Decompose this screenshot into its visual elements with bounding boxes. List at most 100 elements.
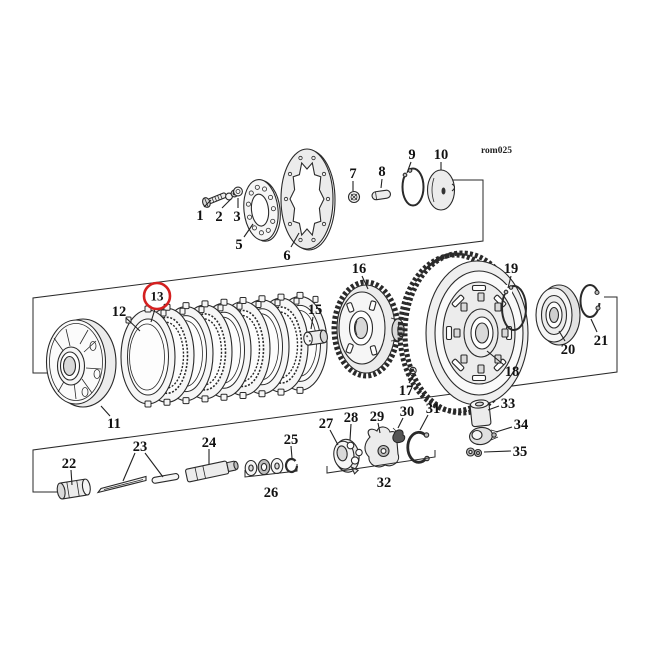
- leader-line: [377, 422, 381, 434]
- leader-line: [144, 452, 164, 478]
- leader-line: [558, 330, 566, 342]
- part-3-nut: [233, 186, 243, 197]
- part-30-clip: [392, 427, 406, 444]
- leader-line: [486, 350, 505, 366]
- part-28-balls: [346, 441, 363, 465]
- leader-line: [397, 417, 404, 429]
- part-7-nut: [347, 190, 361, 204]
- part-number-label: 12: [112, 304, 127, 320]
- part-22-plunger: [56, 478, 91, 500]
- callout-1: 1: [196, 199, 212, 224]
- part-number-label: 23: [133, 439, 148, 455]
- part-16-clutch-hub-gear: [331, 279, 405, 379]
- part-23-pushrod-short: [151, 473, 180, 484]
- leader-line: [495, 426, 513, 433]
- leader-line: [349, 423, 352, 441]
- part-6-spring-disc: [280, 148, 336, 251]
- guide-line-top-row: [32, 179, 484, 374]
- leader-line: [122, 452, 136, 482]
- part-33-bushing: [469, 399, 492, 428]
- leader-line: [290, 445, 293, 459]
- callout-33: 33: [487, 396, 516, 412]
- guide-line-bottom-row: [32, 296, 618, 493]
- steel-plate: [120, 305, 176, 408]
- hub-slots: [345, 300, 378, 356]
- callout-12: 12: [112, 304, 141, 332]
- part-number-label: 18: [505, 364, 520, 380]
- part-number-label: 2: [215, 209, 222, 225]
- part-8-pin: [371, 189, 391, 201]
- callout-32: 32: [377, 475, 392, 491]
- callout-19: 19: [504, 261, 518, 289]
- part-34-clevis: [469, 426, 499, 446]
- callout-24: 24: [202, 435, 217, 464]
- figure-code-text: rom025: [481, 146, 512, 156]
- bracket-32: [326, 450, 436, 474]
- part-number-label: 24: [202, 435, 217, 451]
- callout-9: 9: [406, 147, 416, 174]
- leader-line: [70, 469, 73, 486]
- part-number-label: 25: [284, 432, 299, 448]
- part-23-pushrod-long: [96, 475, 147, 494]
- callout-17: 17: [399, 375, 415, 399]
- part-9-retaining-ring: [401, 167, 425, 207]
- callout-2: 2: [215, 198, 232, 225]
- part-35-nuts: [465, 447, 483, 458]
- leader-line: [290, 232, 300, 248]
- callout-34: 34: [495, 417, 529, 433]
- part-number-label: 9: [408, 147, 415, 163]
- part-19-retaining-ring: [501, 285, 527, 331]
- part-11-pressure-plate: [45, 318, 117, 408]
- part-20-bearing: [535, 284, 581, 346]
- callout-8: 8: [378, 164, 386, 189]
- callout-7: 7: [349, 166, 357, 191]
- part-number-label: 31: [426, 401, 441, 417]
- callout-21: 21: [590, 318, 608, 349]
- callout-6: 6: [283, 232, 300, 264]
- part-number-label: 15: [308, 302, 323, 318]
- part-10-cap: [426, 169, 456, 211]
- part-25-retaining-ring: [284, 457, 299, 474]
- leader-line: [406, 161, 412, 174]
- part-number-label: 3: [233, 209, 240, 225]
- part-number-label: 8: [378, 164, 385, 180]
- leader-line: [483, 450, 512, 453]
- part-26-washer-set: [244, 457, 284, 477]
- part-number-label: 33: [501, 396, 516, 412]
- part-number-label: 11: [107, 416, 121, 432]
- clutch-plate-stack: [120, 291, 328, 408]
- leader-line: [203, 199, 212, 208]
- callout-18: 18: [486, 350, 520, 380]
- leader-line: [590, 318, 598, 333]
- plate-holes: [245, 184, 276, 236]
- part-1-screw: [202, 192, 227, 208]
- part-number-label: 20: [561, 342, 576, 358]
- callout-10: 10: [434, 147, 448, 170]
- part-29-ramp-plate: [364, 426, 400, 468]
- part-number-label: 27: [319, 416, 334, 432]
- leader-line: [408, 375, 415, 384]
- callout-15: 15: [308, 302, 323, 330]
- callout-3: 3: [233, 198, 241, 225]
- part-number-label: 1: [196, 208, 203, 224]
- callout-31: 31: [419, 401, 441, 431]
- callout-16: 16: [352, 261, 369, 290]
- part-18-clutch-shell: [397, 250, 529, 416]
- leader-line: [419, 414, 429, 431]
- part-21-snap-ring: [579, 284, 604, 318]
- part-number-label: 34: [514, 417, 529, 433]
- part-number-label: 30: [400, 404, 415, 420]
- part-number-label: 13: [151, 289, 165, 304]
- part-5-retainer-plate: [243, 179, 281, 242]
- leader-line: [361, 275, 369, 290]
- disc-rivet-dots: [283, 155, 331, 243]
- callout-28: 28: [344, 410, 358, 441]
- callout-25: 25: [284, 432, 299, 459]
- callout-30: 30: [397, 404, 415, 429]
- part-number-label: 6: [283, 248, 290, 264]
- callout-13: 13: [142, 281, 172, 323]
- callout-27: 27: [319, 416, 339, 446]
